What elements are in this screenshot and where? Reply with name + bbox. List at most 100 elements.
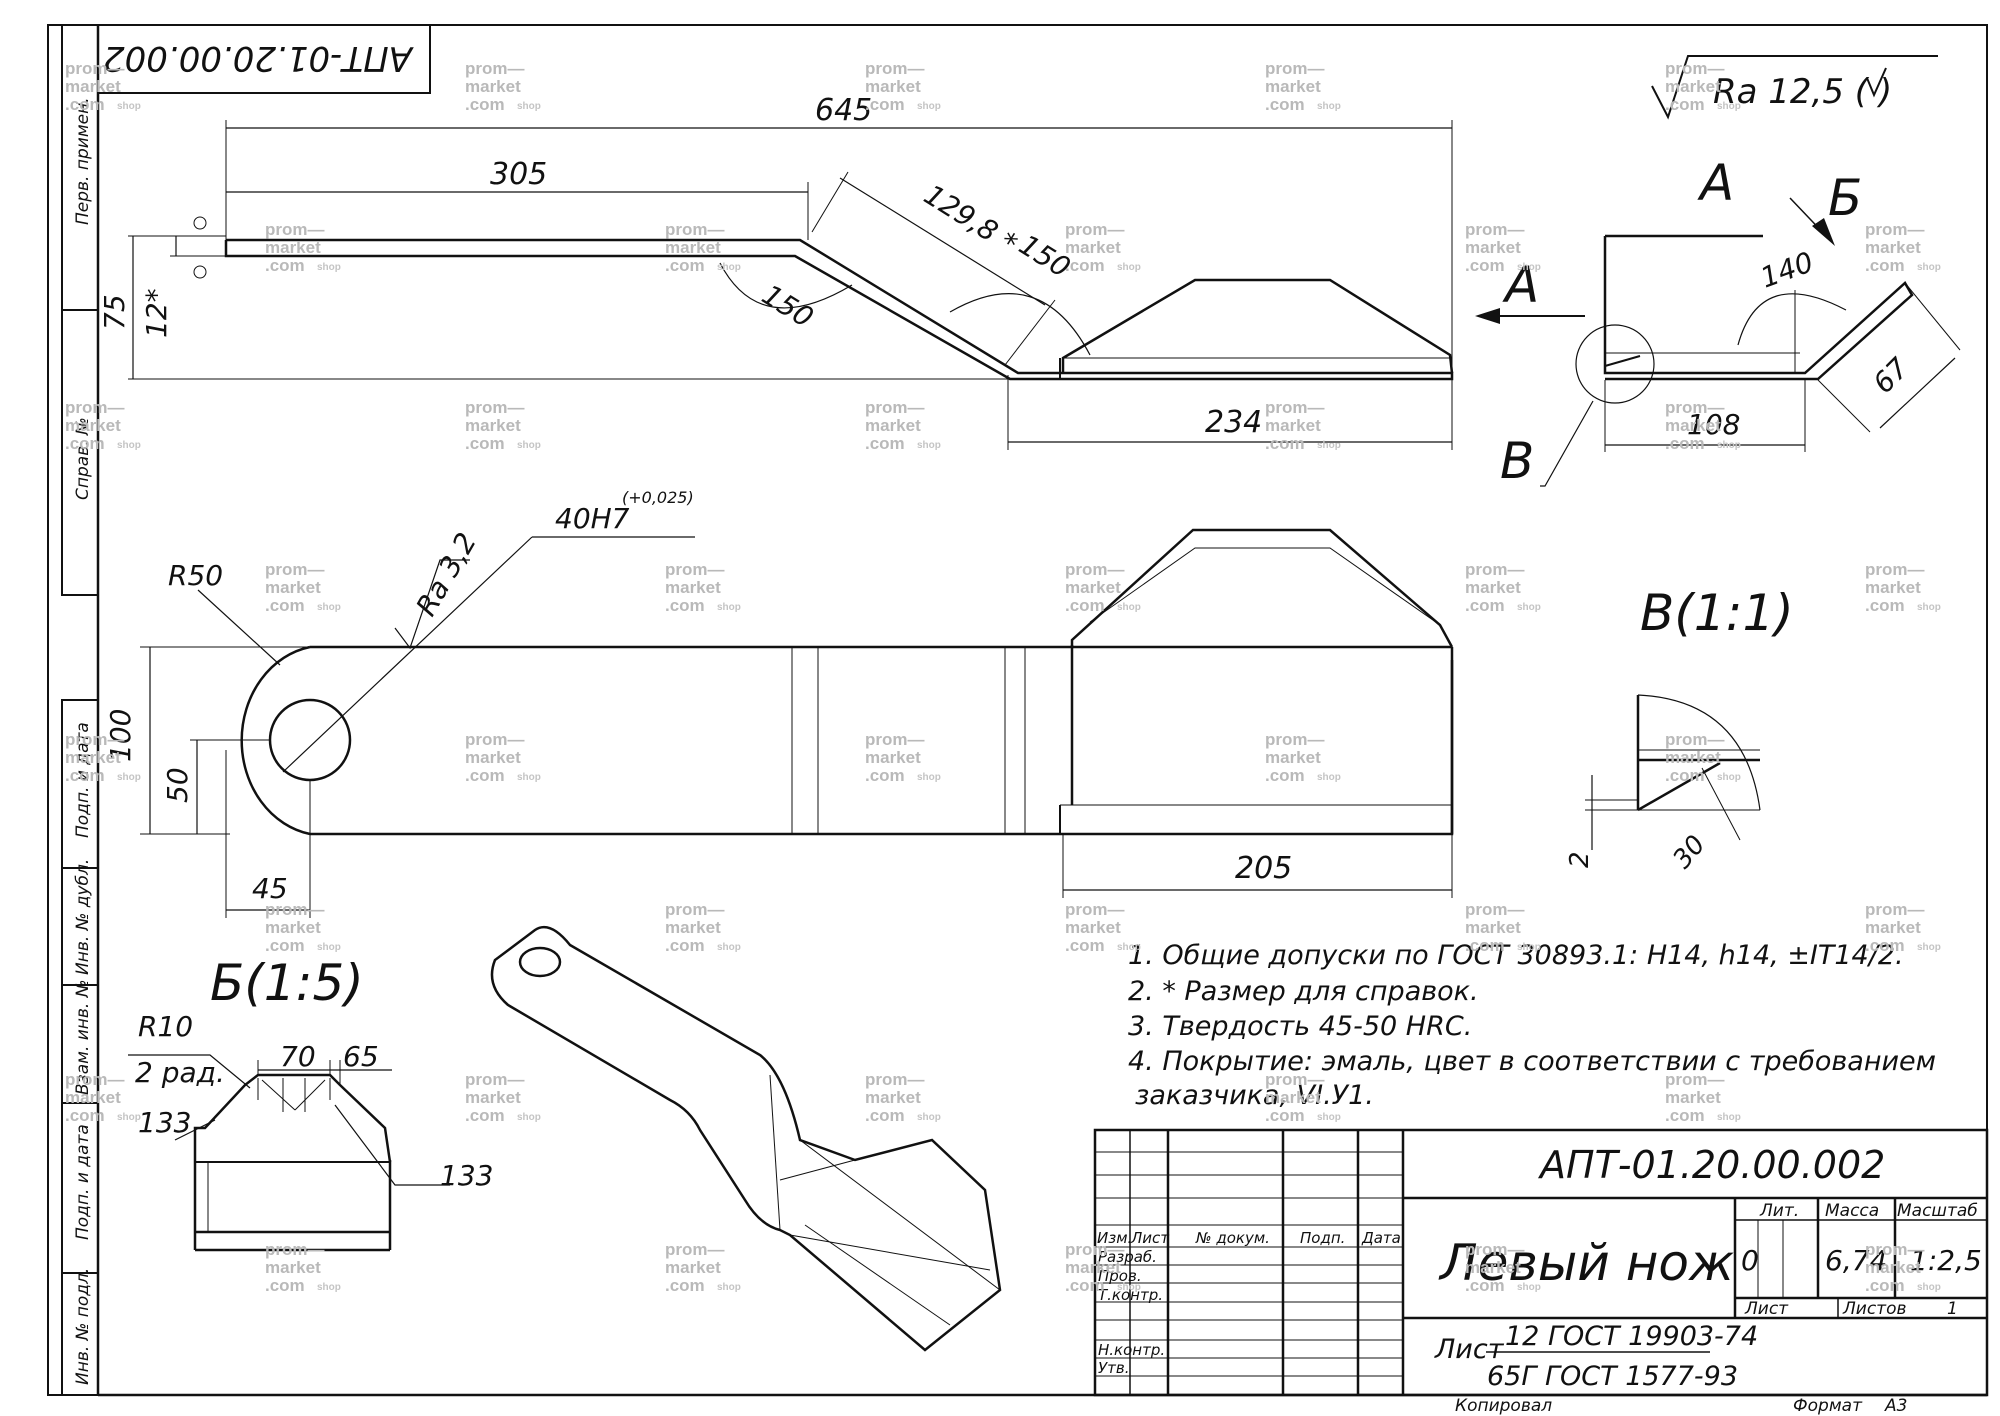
watermark-text: prom—: [1865, 560, 1925, 579]
watermark-text: shop: [117, 101, 141, 112]
hole-fit-tolerance: (+0,025): [622, 488, 694, 507]
watermark-text: market: [1465, 918, 1521, 937]
tb-listov-label: Листов: [1842, 1299, 1907, 1319]
section-v: [1585, 694, 1761, 850]
watermark-text: market: [865, 748, 921, 767]
section-b: [128, 1054, 450, 1252]
plan-view: [140, 528, 1454, 918]
watermark-text: market: [1265, 1088, 1321, 1107]
watermark-text: prom—: [1465, 1240, 1525, 1259]
dim-65: 65: [343, 1040, 379, 1073]
watermark-text: market: [865, 1088, 921, 1107]
watermark-text: shop: [317, 262, 341, 273]
watermark-text: market: [665, 238, 721, 257]
watermark-text: market: [1065, 578, 1121, 597]
watermark-text: prom—: [465, 1070, 525, 1089]
dim-45: 45: [252, 872, 288, 905]
dim-133-left: 133: [138, 1106, 191, 1139]
watermark-text: .com: [65, 434, 105, 453]
watermark-text: prom—: [1065, 1240, 1125, 1259]
view-a-title: А: [1697, 154, 1734, 212]
dim-108: 108: [1687, 408, 1740, 441]
dim-75: 75: [98, 294, 131, 330]
watermark-text: .com: [465, 434, 505, 453]
tb-col-list: Лист: [1130, 1229, 1170, 1247]
tb-part-name: Левый нож: [1438, 1234, 1734, 1292]
watermark-text: .com: [865, 766, 905, 785]
isometric-view: [490, 925, 1002, 1352]
dim-645: 645: [815, 93, 872, 128]
dim-305: 305: [490, 157, 547, 192]
section-b-title: Б(1:5): [210, 954, 364, 1012]
watermark-text: market: [1665, 416, 1721, 435]
watermark-text: market: [1665, 77, 1721, 96]
dim-140: 140: [1756, 245, 1818, 294]
watermark-text: prom—: [1265, 398, 1325, 417]
general-roughness-symbol: Ra 12,5 ( ): [1651, 55, 1938, 120]
watermark-text: prom—: [865, 1070, 925, 1089]
watermark-text: .com: [665, 596, 705, 615]
watermark-text: prom—: [1865, 1240, 1925, 1259]
tb-list-label: Лист: [1744, 1299, 1789, 1319]
watermark-text: .com: [1465, 1276, 1505, 1295]
watermark-text: market: [265, 1258, 321, 1277]
tb-col-doc: № докум.: [1195, 1229, 1270, 1247]
watermark-text: shop: [1117, 262, 1141, 273]
tb-row-prov: Пров.: [1098, 1267, 1142, 1285]
watermark-text: shop: [1517, 262, 1541, 273]
watermark-text: prom—: [1065, 220, 1125, 239]
watermark-text: prom—: [65, 398, 125, 417]
watermark-text: .com: [1065, 256, 1105, 275]
dim-133-right: 133: [440, 1159, 493, 1192]
watermark-text: market: [265, 238, 321, 257]
watermark-text: .com: [1265, 766, 1305, 785]
watermark-text: shop: [1717, 440, 1741, 451]
title-block: [1093, 1128, 1989, 1397]
watermark-text: prom—: [65, 59, 125, 78]
dim-70: 70: [280, 1040, 316, 1073]
watermark-text: .com: [865, 1106, 905, 1125]
sidebar-podp-data-1: Подп. и дата: [73, 722, 93, 838]
watermark-text: shop: [317, 602, 341, 613]
watermark-text: shop: [1317, 772, 1341, 783]
watermark-text: market: [1865, 1258, 1921, 1277]
watermark-text: market: [665, 918, 721, 937]
watermark-text: prom—: [665, 560, 725, 579]
watermark-text: shop: [517, 101, 541, 112]
watermark-text: .com: [1665, 95, 1705, 114]
watermark-text: shop: [117, 1112, 141, 1123]
watermark-text: shop: [1517, 1282, 1541, 1293]
dim-100: 100: [104, 709, 137, 762]
watermark-text: .com: [465, 1106, 505, 1125]
watermark-text: .com: [865, 434, 905, 453]
dim-150-angle: 150: [756, 278, 819, 334]
tb-col-izm: Изм.: [1097, 1229, 1132, 1247]
watermark-text: prom—: [1265, 730, 1325, 749]
tb-lit-label: Лит.: [1759, 1201, 1799, 1221]
section-v-title: В(1:1): [1640, 584, 1794, 642]
watermark-text: .com: [1065, 1276, 1105, 1295]
watermark-text: prom—: [1465, 900, 1525, 919]
watermark-text: prom—: [665, 220, 725, 239]
watermark-text: prom—: [265, 220, 325, 239]
watermark-text: shop: [1117, 602, 1141, 613]
view-a-arrow-label: А: [1502, 256, 1539, 314]
